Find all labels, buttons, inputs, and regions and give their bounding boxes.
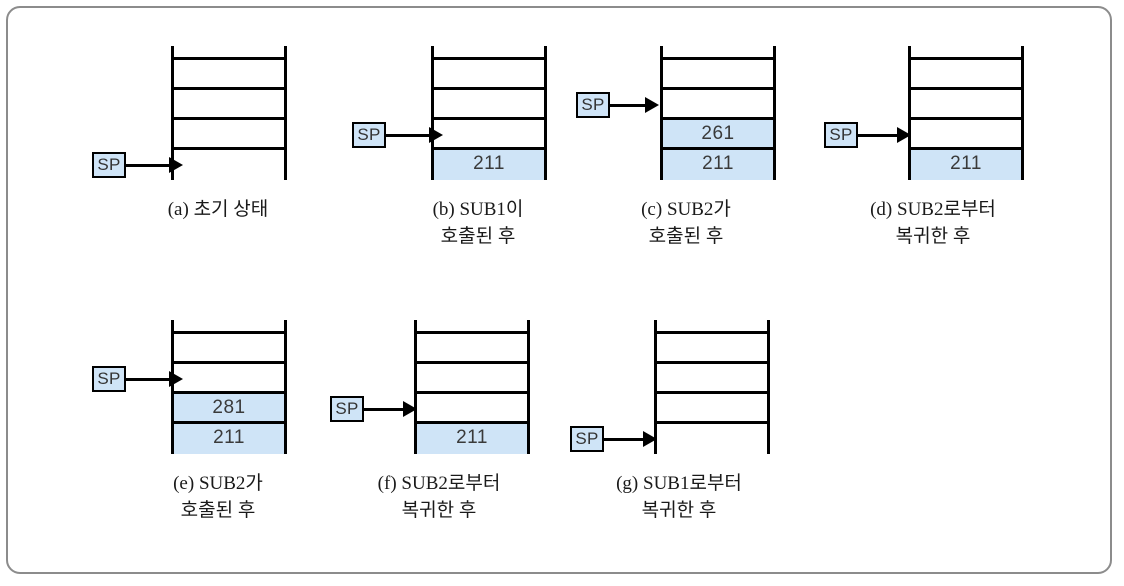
- sp-arrow-line: [386, 133, 430, 137]
- panel-c: 261 211 SP (c) SUB2가 호출된 후: [566, 40, 806, 247]
- sp-pointer-b: SP: [352, 122, 443, 148]
- stack-cell: [174, 90, 284, 120]
- sp-label: SP: [576, 92, 610, 118]
- sp-arrow-head: [169, 157, 183, 173]
- stack-cell: 211: [434, 150, 544, 180]
- stack-rows-e: 281 211: [171, 331, 287, 454]
- stack-cell: [174, 334, 284, 364]
- stack-rows-a: [171, 57, 287, 180]
- stack-cell: [663, 90, 773, 120]
- stack-e: 281 211: [171, 320, 287, 454]
- stack-c: 261 211: [660, 46, 776, 180]
- stack-cell: [911, 60, 1021, 90]
- sp-label: SP: [570, 426, 604, 452]
- stack-cell: [434, 90, 544, 120]
- sp-arrow-head: [429, 127, 443, 143]
- sp-arrow-head: [897, 127, 911, 143]
- sp-label: SP: [92, 366, 126, 392]
- stack-a: [171, 46, 287, 180]
- panel-d: 211 SP (d) SUB2로부터 복귀한 후: [808, 40, 1058, 247]
- stack-rows-g: [654, 331, 770, 454]
- stack-rows-d: 211: [908, 57, 1024, 180]
- sp-pointer-e: SP: [92, 366, 183, 392]
- stack-cell: [174, 150, 284, 180]
- stack-cell: [911, 90, 1021, 120]
- stack-cell: 211: [174, 424, 284, 454]
- stack-cell: [663, 60, 773, 90]
- stack-cell: [417, 364, 527, 394]
- sp-arrow-head: [169, 371, 183, 387]
- sp-arrow-head: [645, 97, 659, 113]
- stack-cell: 211: [417, 424, 527, 454]
- stack-f: 211: [414, 320, 530, 454]
- diagram-frame: SP (a) 초기 상태 211 SP (b) SUB1이 호출된 후: [6, 6, 1112, 574]
- panel-caption-g: (g) SUB1로부터 복귀한 후: [616, 473, 742, 521]
- sp-pointer-c: SP: [576, 92, 659, 118]
- stack-cell: [657, 424, 767, 454]
- sp-pointer-f: SP: [330, 396, 417, 422]
- sp-arrow-line: [126, 163, 170, 167]
- stack-cell: [417, 394, 527, 424]
- panel-g: SP (g) SUB1로부터 복귀한 후: [554, 314, 804, 521]
- stack-cell: [174, 364, 284, 394]
- sp-arrow-line: [604, 437, 644, 441]
- stack-d: 211: [908, 46, 1024, 180]
- sp-arrow-line: [364, 407, 404, 411]
- stack-cell: [417, 334, 527, 364]
- sp-label: SP: [92, 152, 126, 178]
- stack-b: 211: [431, 46, 547, 180]
- stack-rows-f: 211: [414, 331, 530, 454]
- stack-cell: [911, 120, 1021, 150]
- stack-g: [654, 320, 770, 454]
- sp-pointer-g: SP: [570, 426, 657, 452]
- stack-cell: [657, 364, 767, 394]
- panel-a: SP (a) 초기 상태: [92, 40, 338, 220]
- sp-arrow-head: [643, 431, 657, 447]
- sp-arrow-head: [403, 401, 417, 417]
- sp-arrow-line: [858, 133, 898, 137]
- stack-cell: 281: [174, 394, 284, 424]
- sp-label: SP: [330, 396, 364, 422]
- panel-b: 211 SP (b) SUB1이 호출된 후: [352, 40, 598, 247]
- sp-pointer-d: SP: [824, 122, 911, 148]
- stack-cell: [657, 334, 767, 364]
- sp-label: SP: [824, 122, 858, 148]
- stack-rows-b: 211: [431, 57, 547, 180]
- sp-label: SP: [352, 122, 386, 148]
- stack-cell: 211: [911, 150, 1021, 180]
- panel-caption-b: (b) SUB1이 호출된 후: [432, 199, 524, 247]
- panel-caption-d: (d) SUB2로부터 복귀한 후: [870, 199, 996, 247]
- panel-caption-c: (c) SUB2가 호출된 후: [641, 199, 731, 247]
- panel-f: 211 SP (f) SUB2로부터 복귀한 후: [314, 314, 564, 521]
- stack-cell: [174, 60, 284, 90]
- sp-pointer-a: SP: [92, 152, 183, 178]
- panel-e: 281 211 SP (e) SUB2가 호출된 후: [92, 314, 338, 521]
- panel-caption-f: (f) SUB2로부터 복귀한 후: [377, 473, 501, 521]
- sp-arrow-line: [126, 377, 170, 381]
- panel-caption-a: (a) 초기 상태: [167, 199, 269, 220]
- sp-arrow-line: [610, 103, 646, 107]
- stack-cell: 261: [663, 120, 773, 150]
- stack-cell: [434, 120, 544, 150]
- stack-cell: 211: [663, 150, 773, 180]
- stack-cell: [657, 394, 767, 424]
- stack-rows-c: 261 211: [660, 57, 776, 180]
- stack-cell: [174, 120, 284, 150]
- stack-cell: [434, 60, 544, 90]
- panel-caption-e: (e) SUB2가 호출된 후: [173, 473, 263, 521]
